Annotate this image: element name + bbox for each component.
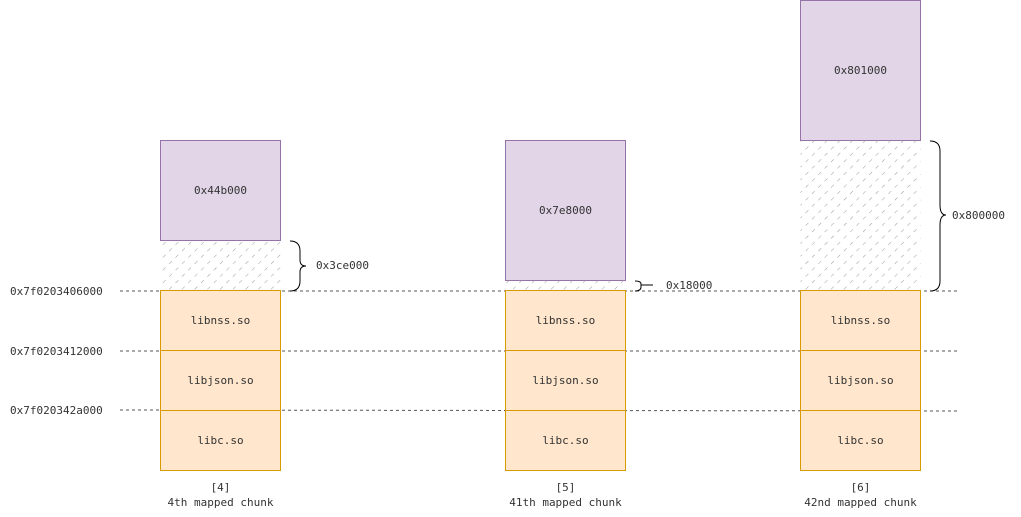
- lib-box-libnss: [505, 290, 626, 351]
- lib-label-libnss: libnss.so: [831, 314, 891, 327]
- gap-size-label: 0x3ce000: [316, 259, 369, 272]
- gap-size-label: 0x18000: [666, 279, 712, 292]
- lib-box-libc: [505, 410, 626, 471]
- address-label-2: 0x7f0203412000: [10, 345, 103, 358]
- lib-box-libnss: [800, 290, 921, 351]
- lib-label-libc: libc.so: [197, 434, 243, 447]
- mapped-chunk-size: 0x7e8000: [539, 204, 592, 217]
- mapped-chunk-size: 0x801000: [834, 64, 887, 77]
- gap-size-label: 0x800000: [952, 209, 1005, 222]
- address-label-1: 0x7f0203406000: [10, 285, 103, 298]
- lib-label-libnss: libnss.so: [191, 314, 251, 327]
- gap-brace: [634, 280, 653, 292]
- gap-region: [800, 140, 921, 291]
- gap-region: [160, 240, 281, 291]
- chunk-column-6: 0x801000 0x800000 libnss.so libjson.so l…: [800, 0, 1005, 509]
- address-label-3: 0x7f020342a000: [10, 404, 103, 417]
- lib-label-libnss: libnss.so: [536, 314, 596, 327]
- column-caption: 41th mapped chunk: [509, 496, 622, 509]
- lib-box-libjson: [505, 350, 626, 411]
- mapped-chunk-box: [160, 140, 281, 241]
- column-index-label: [6]: [851, 481, 871, 494]
- lib-box-libnss: [160, 290, 281, 351]
- lib-box-libjson: [160, 350, 281, 411]
- lib-label-libc: libc.so: [837, 434, 883, 447]
- mapped-chunk-box: [505, 140, 626, 281]
- column-caption: 4th mapped chunk: [168, 496, 274, 509]
- lib-label-libjson: libjson.so: [532, 374, 598, 387]
- chunk-column-4: 0x44b000 0x3ce000 libnss.so libjson.so l…: [160, 140, 369, 509]
- lib-label-libjson: libjson.so: [187, 374, 253, 387]
- lib-box-libc: [800, 410, 921, 471]
- lib-label-libjson: libjson.so: [827, 374, 893, 387]
- lib-label-libc: libc.so: [542, 434, 588, 447]
- lib-box-libc: [160, 410, 281, 471]
- gap-brace: [289, 240, 307, 292]
- column-index-label: [4]: [211, 481, 231, 494]
- column-caption: 42nd mapped chunk: [804, 496, 917, 509]
- chunk-column-5: 0x7e8000 0x18000 libnss.so libjson.so li…: [505, 140, 712, 509]
- gap-brace: [929, 140, 947, 292]
- gap-region: [505, 280, 626, 291]
- mapped-chunk-box: [800, 0, 921, 141]
- mapped-chunk-size: 0x44b000: [194, 184, 247, 197]
- column-index-label: [5]: [556, 481, 576, 494]
- lib-box-libjson: [800, 350, 921, 411]
